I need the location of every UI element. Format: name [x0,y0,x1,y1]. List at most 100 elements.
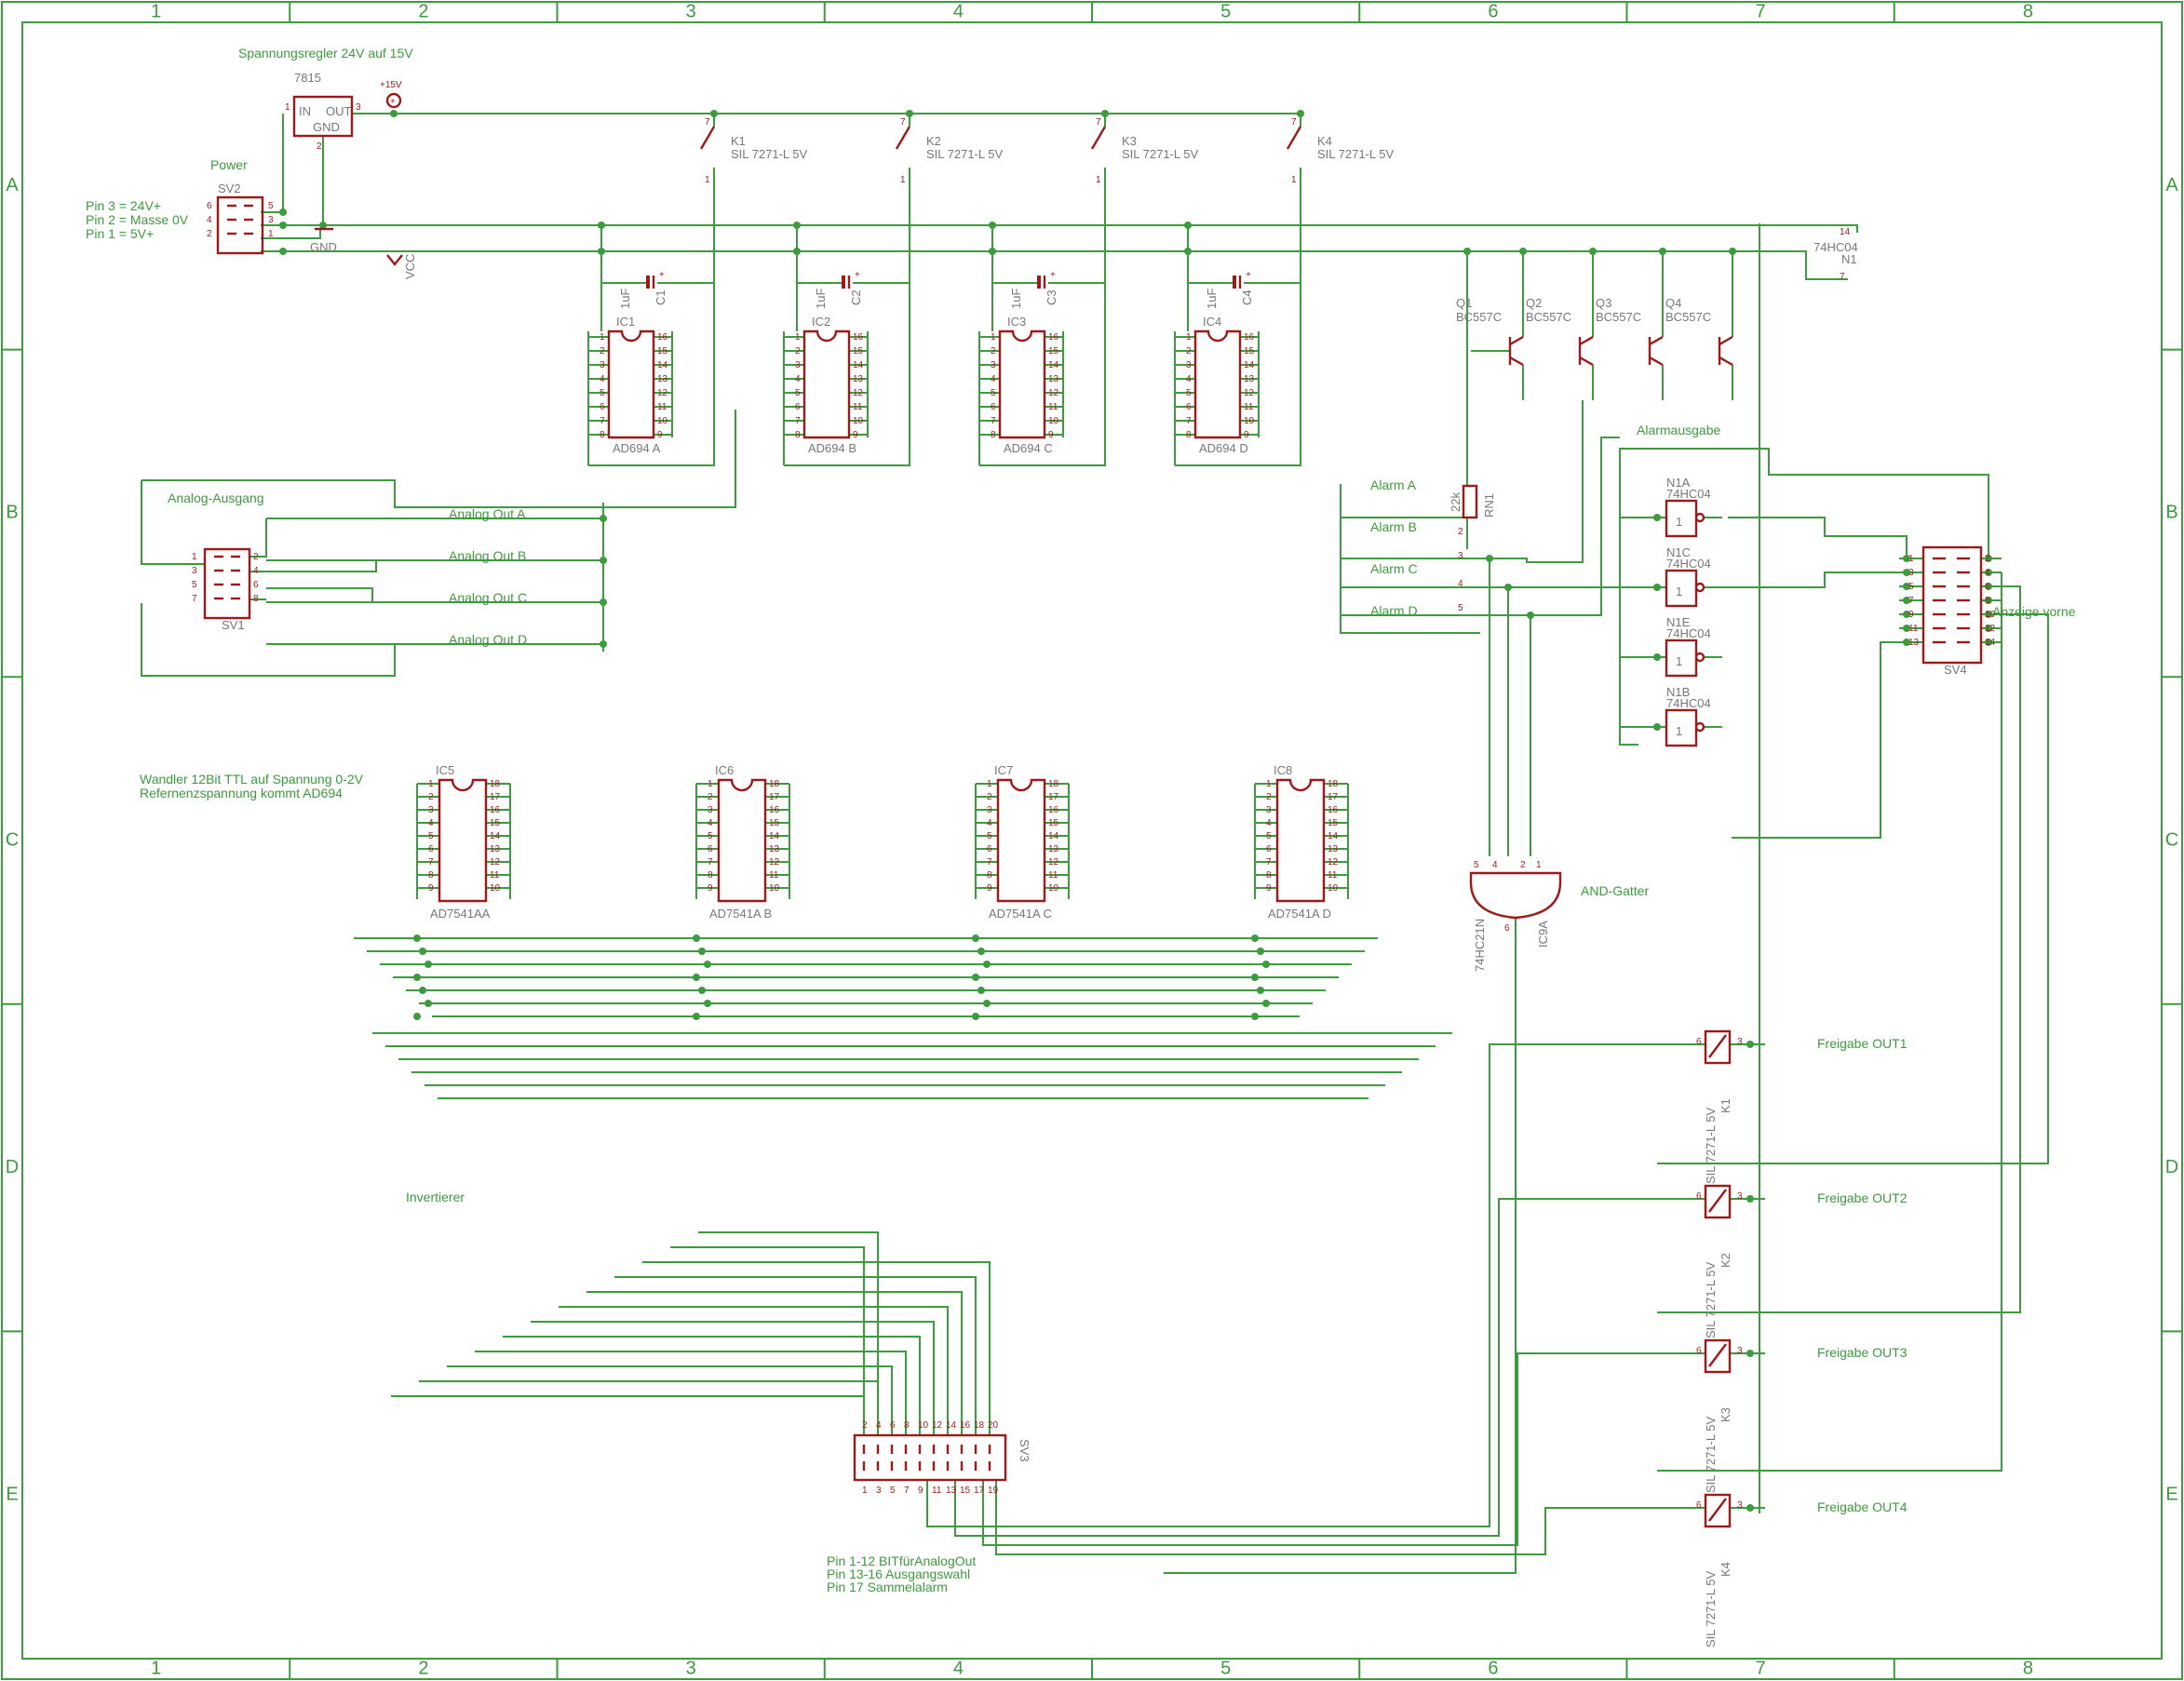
svg-text:2: 2 [708,792,713,802]
svg-text:9: 9 [428,883,434,894]
svg-text:3: 3 [600,360,605,370]
frame-col-top-6: 6 [1488,1,1498,21]
svg-text:13: 13 [1328,844,1339,854]
svg-text:8: 8 [428,870,434,881]
bottom-relay-name: K1 [1719,1098,1732,1113]
sv3-note-2: Pin 13-16 Ausgangswahl [827,1567,970,1581]
svg-text:1: 1 [268,229,274,239]
svg-text:14: 14 [946,1420,957,1431]
bottom-relay-value: SIL 7271-L 5V [1704,1571,1718,1647]
svg-text:8: 8 [708,870,713,881]
svg-text:15: 15 [1328,818,1339,828]
svg-text:3: 3 [1458,551,1463,561]
svg-text:2: 2 [1458,527,1463,537]
svg-text:9: 9 [853,430,858,440]
svg-text:11: 11 [1048,870,1058,881]
svg-text:2: 2 [428,792,434,802]
invertierer-label: Invertierer [406,1190,465,1204]
power-pin-note-3: Pin 3 = 24V+ [86,198,161,213]
svg-text:14: 14 [1244,360,1255,370]
dac-section: Wandler 12Bit TTL auf Spannung 0-2V Refe… [140,772,364,800]
svg-text:3: 3 [428,805,434,815]
ad7541-value: AD7541A C [989,907,1052,921]
svg-text:6: 6 [1696,1037,1702,1047]
svg-text:+: + [659,270,665,280]
svg-text:1: 1 [1536,860,1542,870]
svg-text:9: 9 [1244,430,1249,440]
svg-text:9: 9 [657,430,663,440]
svg-text:13: 13 [1244,374,1255,384]
frame-row-left-D: D [6,1157,19,1177]
frame-col-top-7: 7 [1756,1,1766,21]
svg-text:2: 2 [1266,792,1272,802]
svg-text:8: 8 [1186,430,1192,440]
svg-text:9: 9 [918,1486,923,1496]
svg-text:7: 7 [600,416,605,426]
ad694-name: IC1 [616,315,635,329]
svg-text:13: 13 [1048,374,1059,384]
inverter-symbol-label: 1 [1676,515,1682,529]
svg-text:13: 13 [769,844,780,854]
ad694-name: IC3 [1007,315,1026,329]
svg-text:9: 9 [1266,883,1272,894]
bottom-relay-value: SIL 7271-L 5V [1704,1108,1718,1184]
svg-text:8: 8 [1985,596,1990,606]
capacitor-value: 1uF [814,289,828,309]
ad694-name: IC2 [812,315,830,329]
plus15-supply-icon [385,92,402,109]
svg-text:7: 7 [705,117,710,128]
relay-switch-contact [1286,126,1302,150]
frame-col-bottom-4: 4 [953,1658,964,1678]
analog-out-c-label: Analog Out C [449,590,527,605]
svg-text:3: 3 [356,102,361,113]
svg-text:10: 10 [853,416,864,426]
capacitor-value: 1uF [1205,289,1219,309]
svg-text:11: 11 [853,402,863,412]
wandler-note-1: Wandler 12Bit TTL auf Spannung 0-2V [140,772,364,787]
svg-text:3: 3 [1186,360,1192,370]
frame-col-bottom-5: 5 [1220,1658,1231,1678]
capacitor-plate [646,276,650,289]
frame-col-bottom-2: 2 [418,1658,428,1678]
svg-text:3: 3 [1737,1191,1743,1202]
frame-col-top-5: 5 [1220,1,1231,21]
inverter-value: 74HC04 [1666,487,1711,501]
svg-text:17: 17 [490,792,501,802]
analog-out-title: Analog-Ausgang [168,491,264,505]
svg-text:1: 1 [987,779,992,789]
svg-text:15: 15 [490,818,501,828]
inverter-name: N1C [1666,545,1691,559]
alarm-a-label: Alarm A [1370,477,1417,492]
svg-text:19: 19 [988,1486,999,1496]
top-relay-name: K1 [731,134,746,148]
transistor-name: Q1 [1456,296,1472,310]
frame-row-left-C: C [6,829,19,850]
svg-text:5: 5 [1474,860,1479,870]
svg-text:1: 1 [1291,175,1297,185]
svg-text:12: 12 [1048,388,1059,398]
svg-text:16: 16 [769,805,780,815]
relay-switch-contact [699,126,716,150]
svg-text:14: 14 [490,831,501,841]
svg-text:7: 7 [428,857,434,867]
and-gate-symbol [1469,871,1562,920]
svg-text:1: 1 [600,332,605,343]
regulator-part-label: 7815 [294,71,321,85]
capacitor-name: C3 [1045,289,1058,305]
rn1-value: 22k [1449,492,1463,512]
svg-text:6: 6 [1504,923,1510,934]
svg-text:17: 17 [974,1486,985,1496]
freigabe-label: Freigabe OUT3 [1817,1345,1908,1360]
inverter-value: 74HC04 [1666,626,1711,640]
relay-switch-contact [895,126,911,150]
svg-text:7: 7 [900,117,906,128]
svg-text:14: 14 [1048,831,1059,841]
svg-text:17: 17 [1328,792,1339,802]
